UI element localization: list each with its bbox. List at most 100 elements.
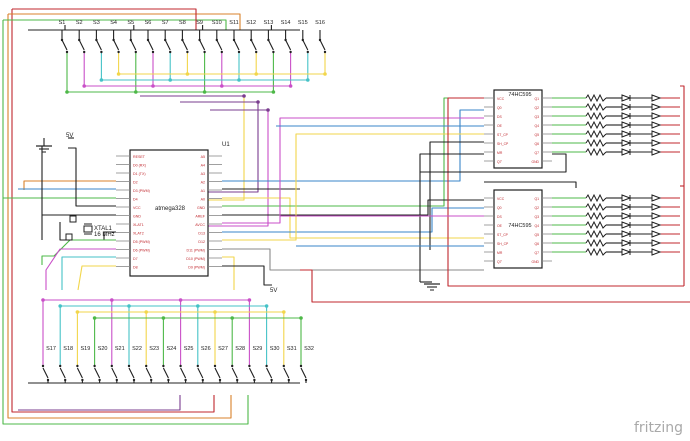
mcu-pin-label: XLAT1	[133, 223, 144, 227]
resistor-zigzag	[585, 111, 607, 121]
shift-register-pin-label: Q6	[534, 242, 539, 246]
switch-contact	[130, 39, 137, 51]
wires	[2, 8, 690, 425]
mcu-pin-label: D8	[133, 266, 138, 270]
switch-contact	[162, 367, 169, 379]
frame-wire-orange-top	[8, 13, 241, 30]
shift-register-pin-label: Q3	[534, 215, 539, 219]
junction-dot	[99, 78, 104, 82]
led-symbol	[621, 94, 632, 102]
shift-register-pin-label: DS	[497, 115, 502, 119]
shift-register-body	[493, 89, 543, 169]
sr-latch-black	[429, 141, 484, 250]
switch-pin	[203, 50, 206, 54]
switch-contact	[300, 367, 307, 379]
led-symbol	[621, 212, 632, 220]
switch-contact	[76, 367, 83, 379]
mcu-pin-label: A0	[201, 198, 205, 202]
mcu-pin-label: D4	[133, 198, 138, 202]
switch-pin	[59, 364, 62, 368]
shift-register-2-name: 74HC595	[508, 223, 531, 229]
switch-contact	[319, 39, 326, 51]
mcu-wire-magenta	[45, 248, 116, 290]
switch-pin	[220, 50, 223, 54]
shift-register-pin-label: Q6	[534, 142, 539, 146]
mcu-wire-right-grey	[222, 248, 484, 271]
frame-wire-orange	[7, 14, 232, 419]
switch-contact	[233, 39, 240, 51]
switch-label: S12	[246, 20, 256, 26]
shift-register-pin-label: Q5	[534, 233, 539, 237]
switch-label: S21	[115, 346, 125, 352]
shift-register-pin-label: Q7'	[497, 260, 503, 264]
switch-pin	[186, 50, 189, 54]
led-symbol	[621, 230, 632, 238]
switch-label: S10	[212, 20, 222, 26]
shift-register-pin-label: ST_CP	[497, 233, 509, 237]
led-symbol	[621, 130, 632, 138]
switch-label: S17	[46, 346, 56, 352]
switch-pin	[93, 364, 96, 368]
switch-label: S11	[229, 20, 238, 26]
led-symbol	[621, 112, 632, 120]
led-symbol	[621, 239, 632, 247]
mcu-wire-green2	[41, 239, 116, 265]
shift-register-pin-label: OE	[497, 124, 503, 128]
crystal-body	[83, 225, 93, 233]
switch-pin	[98, 378, 101, 382]
crystal-ref: XTAL1	[94, 226, 113, 232]
shift-register-pin-label: Q7	[534, 151, 539, 155]
mcu-pin-label: D1 (TX)	[133, 172, 146, 176]
switch-label: S25	[184, 346, 194, 352]
switch-pin	[83, 50, 86, 54]
switch-label: S31	[287, 346, 297, 352]
switch-pin	[198, 38, 201, 42]
switch-pin	[179, 364, 182, 368]
capacitor	[65, 233, 73, 241]
switch-label: S8	[179, 20, 186, 26]
resistor-zigzag	[585, 147, 607, 157]
shift-register-pin-label: GND	[531, 260, 539, 264]
switch-contact	[128, 367, 135, 379]
switch-pin	[110, 364, 114, 368]
switch-label: S24	[167, 346, 177, 352]
switch-contact	[59, 367, 66, 379]
mcu-pin-label: D10 (PWM)	[186, 257, 205, 261]
led-symbol	[621, 148, 632, 156]
switch-label: S15	[298, 20, 308, 26]
shift-register-pin-label: Q2	[534, 206, 539, 210]
switch-pin	[255, 50, 258, 54]
shift-register-pin-label: SH_CP	[497, 142, 509, 146]
mcu-wire-right-green	[222, 97, 484, 207]
frame-wire-green	[2, 20, 249, 425]
shift-register-pin-label: SH_CP	[497, 242, 509, 246]
led-symbol	[621, 248, 632, 256]
switch-contact	[266, 367, 273, 379]
switch-contact	[147, 39, 154, 51]
switch-pin	[213, 364, 217, 368]
mcu-pin-label: A3	[201, 172, 205, 176]
junction-dot	[116, 72, 121, 76]
led-symbol	[651, 121, 662, 129]
switch-pin	[201, 378, 204, 382]
switch-contact	[42, 367, 49, 379]
led-symbol	[651, 94, 662, 102]
mcu-pin-label: VCC	[133, 206, 141, 210]
switch-pin	[100, 50, 103, 54]
switch-pin	[115, 378, 119, 382]
led-symbol	[651, 203, 662, 211]
switch-contact	[180, 367, 187, 379]
switch-label: S26	[201, 346, 211, 352]
mcu-wire-yellow	[77, 265, 116, 291]
shift-register-pin-label: Q3	[534, 115, 539, 119]
switch-contact	[95, 39, 102, 51]
switch-pin	[46, 378, 50, 382]
switch-pin	[129, 38, 132, 42]
mcu-wire-right-magenta	[222, 117, 484, 224]
led-symbol	[651, 112, 662, 120]
switch-label: S14	[281, 20, 291, 26]
mcu-pin-label: D7	[133, 257, 138, 261]
switch-contact	[302, 39, 309, 51]
switch-contact	[267, 39, 274, 51]
